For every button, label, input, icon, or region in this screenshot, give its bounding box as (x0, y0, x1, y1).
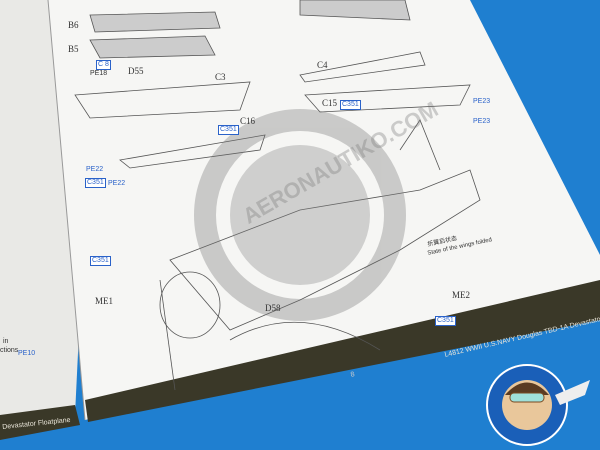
part-label-b6: B6 (68, 20, 79, 30)
part-label-c3: C3 (215, 72, 226, 82)
left-page-footer-band (0, 405, 80, 440)
part-label-pe18: PE18 (90, 70, 108, 77)
part-label-me2: ME2 (452, 290, 470, 300)
part-label-c351: C351 (435, 316, 456, 326)
part-label-c351: C351 (218, 125, 239, 135)
part-label-c8: C 8 (96, 60, 111, 70)
part-label-c4: C4 (317, 60, 328, 70)
part-label-b5: B5 (68, 44, 79, 54)
left-page-text-ctions: ctions (0, 347, 19, 354)
part-label-pe22: PE22 (108, 180, 126, 187)
part-label-d55: D55 (128, 66, 144, 76)
part-label-c15: C15 (322, 98, 338, 108)
part-label-c351: C351 (340, 100, 361, 110)
part-label-me1: ME1 (95, 296, 113, 306)
part-label-pe10: PE10 (18, 350, 36, 357)
part-label-c16: C16 (240, 116, 256, 126)
part-label-c351: C351 (85, 178, 106, 188)
part-label-pe23: PE23 (473, 98, 491, 105)
part-label-c351: C351 (90, 256, 111, 266)
spine (47, 0, 86, 421)
assembly-drawing (74, 0, 481, 391)
part-label-pe23: PE23 (473, 118, 491, 125)
part-label-pe22: PE22 (86, 166, 104, 173)
left-page-text-in: in (3, 338, 9, 345)
aeronautiko-logo (486, 364, 590, 446)
part-label-d58: D58 (265, 303, 281, 313)
watermark (194, 109, 406, 321)
footer-band (85, 280, 600, 422)
